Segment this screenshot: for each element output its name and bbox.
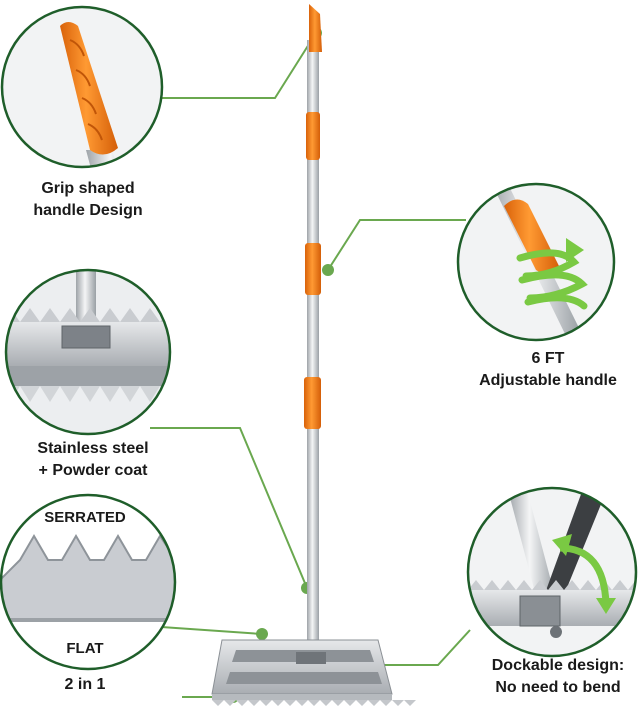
steel-caption-line1: Stainless steel: [37, 440, 149, 457]
dock-detail-circle: [466, 486, 638, 658]
steel-detail-circle: [4, 268, 172, 436]
steel-caption: Stainless steel + Powder coat: [18, 438, 168, 482]
handle-caption-line1: 6 FT: [531, 350, 565, 367]
connector-lines: [146, 32, 471, 698]
dock-caption-line1: Dockable design:: [491, 657, 625, 674]
two-in-one-caption: 2 in 1: [64, 676, 106, 693]
grip-caption-line2: handle Design: [33, 202, 143, 219]
grip-caption: Grip shaped handle Design: [18, 178, 158, 222]
dock-caption-line2: No need to bend: [495, 679, 621, 696]
rake-head: [211, 639, 416, 706]
serrated-caption: SERRATED: [44, 509, 126, 526]
grip-caption-line1: Grip shaped: [41, 180, 135, 197]
steel-caption-line2: + Powder coat: [38, 462, 148, 479]
handle-detail-circle: [456, 182, 616, 342]
handle-caption: 6 FT Adjustable handle: [458, 348, 638, 392]
flat-caption: FLAT: [66, 640, 104, 657]
grip-detail-circle: [0, 5, 164, 169]
handle-caption-line2: Adjustable handle: [479, 372, 617, 389]
dock-caption: Dockable design: No need to bend: [476, 655, 640, 699]
rake-pole: [304, 4, 322, 650]
serrated-detail-circle: [0, 493, 177, 671]
